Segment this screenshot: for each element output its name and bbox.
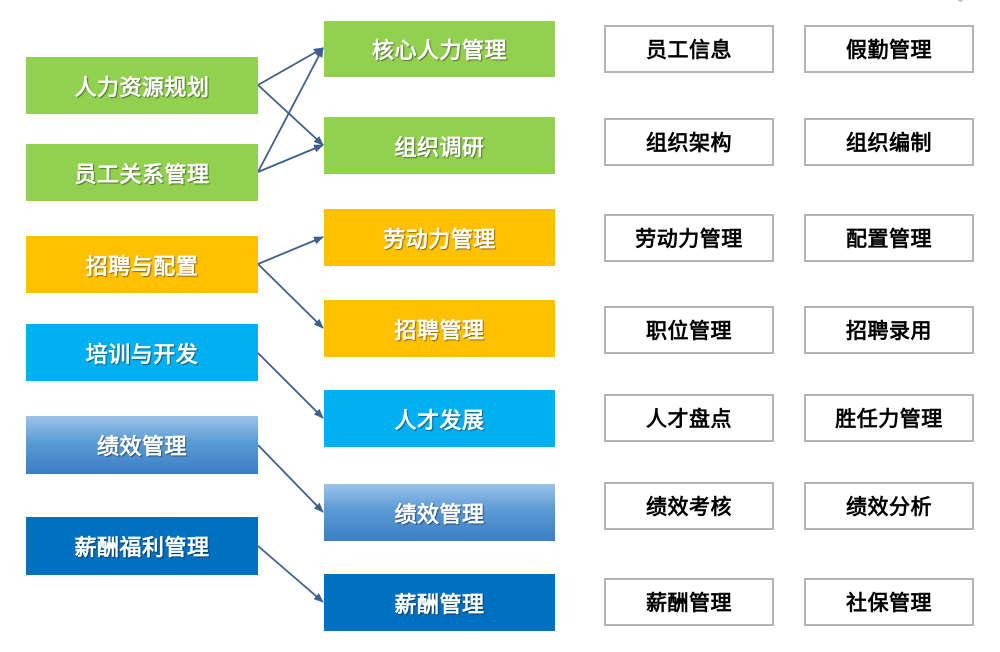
right-box-position-mgmt: 职位管理 bbox=[604, 306, 774, 354]
right-box-config-mgmt: 配置管理 bbox=[804, 214, 974, 262]
arrow-compensation-to-payroll bbox=[257, 545, 324, 603]
mid-box-label: 人才发展 bbox=[394, 408, 485, 434]
right-box-label: 员工信息 bbox=[646, 38, 732, 62]
arrow-training-to-talent bbox=[257, 352, 324, 419]
mid-box-workforce: 劳动力管理 bbox=[324, 209, 555, 266]
mid-box-label: 薪酬管理 bbox=[394, 592, 485, 618]
mid-box-payroll: 薪酬管理 bbox=[324, 574, 555, 631]
right-box-employee-info: 员工信息 bbox=[604, 25, 774, 73]
mid-box-core-hr: 核心人力管理 bbox=[324, 21, 555, 77]
right-box-hiring: 招聘录用 bbox=[804, 306, 974, 354]
right-box-org-staffing: 组织编制 bbox=[804, 118, 974, 166]
left-box-label: 薪酬福利管理 bbox=[74, 536, 210, 561]
mid-box-recruit-mgmt: 招聘管理 bbox=[324, 300, 555, 357]
left-box-label: 培训与开发 bbox=[85, 342, 199, 368]
right-box-label: 假勤管理 bbox=[846, 38, 932, 62]
right-box-competency: 胜任力管理 bbox=[804, 394, 974, 442]
right-box-performance-analysis: 绩效分析 bbox=[804, 482, 974, 530]
right-box-label: 薪酬管理 bbox=[646, 591, 732, 615]
right-box-talent-review: 人才盘点 bbox=[604, 394, 774, 442]
right-box-label: 招聘录用 bbox=[846, 319, 932, 343]
right-box-label: 绩效分析 bbox=[846, 495, 932, 519]
arrow-employee-relations-to-org-survey bbox=[257, 144, 324, 173]
right-box-appraisal: 绩效考核 bbox=[604, 482, 774, 530]
mid-box-label: 核心人力管理 bbox=[371, 39, 507, 64]
left-box-label: 员工关系管理 bbox=[74, 162, 210, 188]
left-box-label: 招聘与配置 bbox=[85, 254, 199, 280]
mid-box-org-survey: 组织调研 bbox=[324, 117, 555, 174]
right-box-workforce: 劳动力管理 bbox=[604, 214, 774, 262]
left-box-employee-relations: 员工关系管理 bbox=[26, 144, 258, 201]
right-box-label: 职位管理 bbox=[646, 319, 732, 343]
right-box-label: 绩效考核 bbox=[646, 495, 732, 519]
right-box-label: 人才盘点 bbox=[646, 407, 732, 431]
right-box-attendance: 假勤管理 bbox=[804, 25, 974, 73]
left-box-compensation: 薪酬福利管理 bbox=[26, 517, 258, 575]
right-box-label: 配置管理 bbox=[846, 227, 932, 251]
right-box-label: 劳动力管理 bbox=[635, 227, 743, 251]
right-box-social-insurance: 社保管理 bbox=[804, 578, 974, 626]
left-box-label: 绩效管理 bbox=[96, 435, 187, 460]
left-box-performance: 绩效管理 bbox=[26, 416, 258, 474]
right-box-label: 社保管理 bbox=[846, 591, 932, 615]
right-box-label: 胜任力管理 bbox=[835, 407, 943, 431]
left-box-label: 人力资源规划 bbox=[74, 75, 210, 101]
corner-dot bbox=[958, 0, 963, 2]
left-box-hr-planning: 人力资源规划 bbox=[26, 57, 258, 114]
arrow-hr-planning-to-org-survey bbox=[257, 84, 324, 146]
right-box-org-structure: 组织架构 bbox=[604, 118, 774, 166]
mid-box-label: 劳动力管理 bbox=[383, 227, 496, 253]
mid-box-talent: 人才发展 bbox=[324, 390, 555, 447]
right-box-label: 组织编制 bbox=[846, 131, 932, 155]
arrow-performance-to-performance bbox=[257, 444, 324, 513]
right-box-label: 组织架构 bbox=[646, 131, 732, 155]
arrow-recruit-config-to-recruit-mgmt bbox=[257, 263, 324, 329]
arrow-recruit-config-to-workforce bbox=[257, 236, 324, 265]
left-box-recruit-config: 招聘与配置 bbox=[26, 236, 258, 293]
left-box-training: 培训与开发 bbox=[26, 324, 258, 381]
arrow-employee-relations-to-core-hr bbox=[257, 47, 324, 173]
mid-box-label: 招聘管理 bbox=[394, 318, 485, 344]
right-box-payroll: 薪酬管理 bbox=[604, 578, 774, 626]
mid-box-label: 组织调研 bbox=[394, 135, 485, 161]
arrow-hr-planning-to-core-hr bbox=[257, 47, 324, 86]
mid-box-performance: 绩效管理 bbox=[324, 484, 555, 541]
mid-box-label: 绩效管理 bbox=[394, 502, 485, 528]
